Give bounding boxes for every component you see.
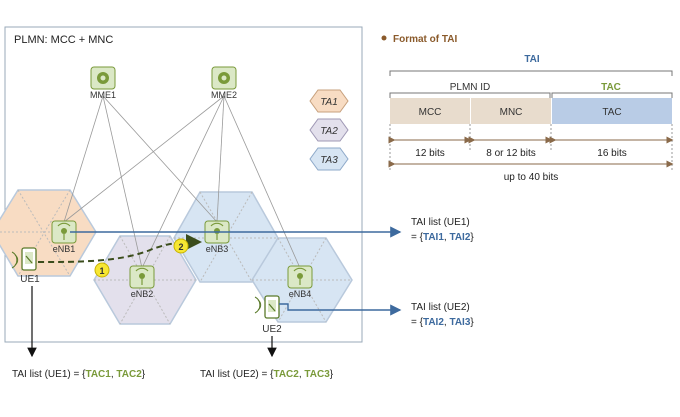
mme-links <box>63 95 301 269</box>
ta2-legend-item: TA2 <box>309 118 349 142</box>
tac-list-ue1: TAI list (UE1) = {TAC1, TAC2} <box>12 369 146 380</box>
tai-top-label: TAI <box>524 54 540 65</box>
svg-text:eNB2: eNB2 <box>131 289 154 299</box>
mme2-node[interactable]: MME2 <box>211 66 237 100</box>
svg-text:eNB3: eNB3 <box>206 244 229 254</box>
phone-icon <box>11 247 37 271</box>
ue2-device[interactable]: UE2 <box>254 295 282 335</box>
gear-icon <box>218 72 230 84</box>
mcc-field <box>390 98 470 124</box>
svg-text:TAI list (UE1) = {TAC1, TAC2}: TAI list (UE1) = {TAC1, TAC2} <box>12 369 146 380</box>
svg-text:TA1: TA1 <box>320 97 338 108</box>
tai-format-title: Format of TAI <box>393 34 457 45</box>
ta-legend: TA1 TA2 TA3 <box>309 89 349 171</box>
total-bits: up to 40 bits <box>504 172 558 183</box>
svg-text:= {TAI1, TAI2}: = {TAI1, TAI2} <box>411 232 474 243</box>
mnc-bits: 8 or 12 bits <box>486 148 535 159</box>
svg-text:1: 1 <box>99 266 104 276</box>
enb3-node[interactable]: eNB3 <box>204 220 230 254</box>
tai-list-ue1: TAI list (UE1) = {TAI1, TAI2} <box>411 217 474 243</box>
antenna-icon <box>293 267 307 285</box>
tac-field <box>552 98 672 124</box>
step-1-marker: 1 <box>94 262 110 278</box>
phone-icon <box>254 295 280 319</box>
antenna-icon <box>57 222 71 240</box>
plmn-id-label: PLMN ID <box>450 82 491 93</box>
svg-text:TAC: TAC <box>602 107 621 118</box>
svg-text:MNC: MNC <box>500 107 523 118</box>
mme1-label: MME1 <box>90 90 116 100</box>
antenna-icon <box>135 267 149 285</box>
ue1-label: UE1 <box>20 274 40 285</box>
mme2-label: MME2 <box>211 90 237 100</box>
ta3-legend-item: TA3 <box>309 147 349 171</box>
tac-list-ue2: TAI list (UE2) = {TAC2, TAC3} <box>200 369 334 380</box>
svg-text:TAI list (UE2) = {TAC2, TAC3}: TAI list (UE2) = {TAC2, TAC3} <box>200 369 334 380</box>
svg-text:TA2: TA2 <box>320 126 338 137</box>
plmn-title: PLMN: MCC + MNC <box>14 34 113 46</box>
ue2-tai-arrow <box>279 303 402 316</box>
svg-text:TAI list (UE2): TAI list (UE2) <box>411 302 470 313</box>
svg-text:MCC: MCC <box>419 107 442 118</box>
mcc-bits: 12 bits <box>415 148 444 159</box>
tac-bits: 16 bits <box>597 148 626 159</box>
enb1-node[interactable]: eNB1 <box>51 220 77 254</box>
svg-text:eNB4: eNB4 <box>289 289 312 299</box>
svg-text:TA3: TA3 <box>320 155 338 166</box>
tac-label: TAC <box>601 82 621 93</box>
tai-format-section: Format of TAI TAI PLMN ID TAC MCC MNC TA… <box>381 34 674 183</box>
ue-movement-path <box>37 234 202 263</box>
svg-text:= {TAI2, TAI3}: = {TAI2, TAI3} <box>411 317 474 328</box>
tai-list-ue2: TAI list (UE2) = {TAI2, TAI3} <box>411 302 474 328</box>
step-2-marker: 2 <box>173 238 189 254</box>
ue1-device[interactable]: UE1 <box>11 247 40 285</box>
svg-text:eNB1: eNB1 <box>53 244 76 254</box>
svg-text:2: 2 <box>178 242 183 252</box>
gear-icon <box>97 72 109 84</box>
enb2-node[interactable]: eNB2 <box>129 265 155 299</box>
svg-text:TAI list (UE1): TAI list (UE1) <box>411 217 470 228</box>
mnc-field <box>471 98 551 124</box>
ue2-label: UE2 <box>262 324 282 335</box>
enb4-node[interactable]: eNB4 <box>287 265 313 299</box>
ta1-legend-item: TA1 <box>309 89 349 113</box>
mme1-node[interactable]: MME1 <box>90 66 116 100</box>
